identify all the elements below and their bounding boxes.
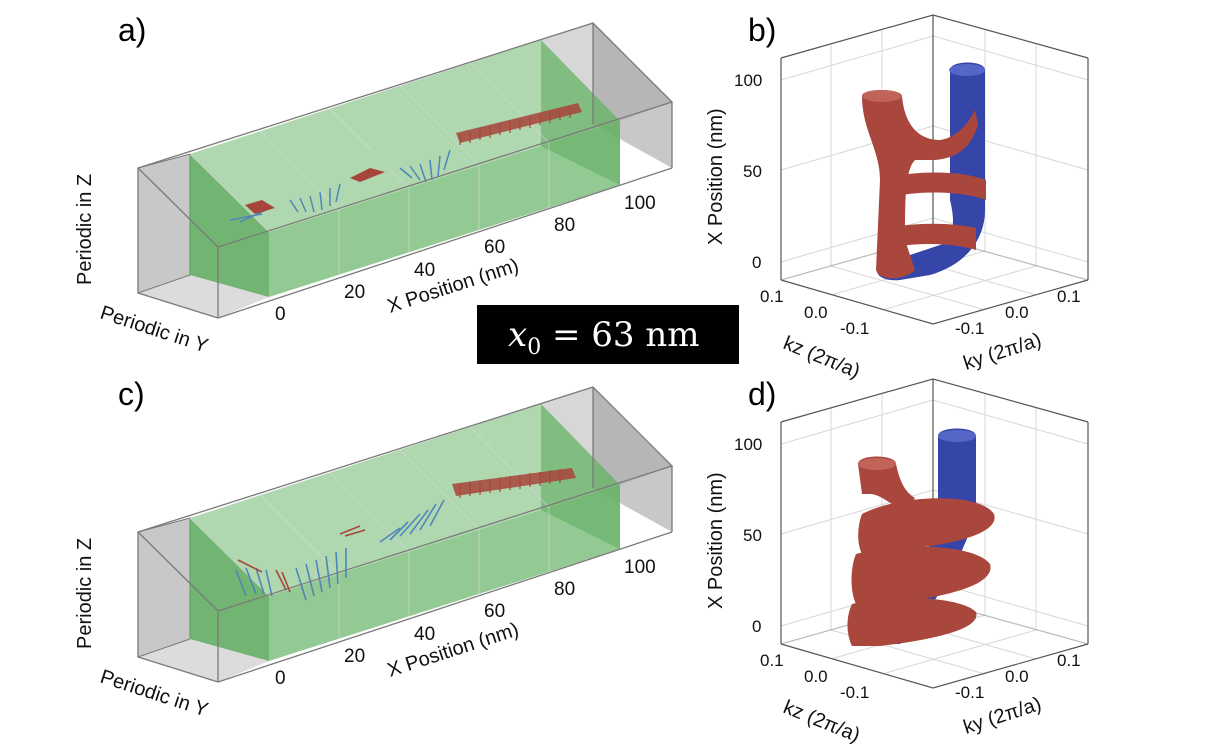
z-side-label-a: Periodic in Z [74,174,96,285]
ky-ticks-d: -0.1 0.0 0.1 [955,651,1081,702]
kz-axis-label-b: kz (2π/a) [780,332,863,383]
kz-tick-label: 0.0 [804,303,828,322]
box-outline [137,386,674,683]
vertical-axis-label-b: X Position (nm) [705,108,727,245]
spin-texture-c [235,468,576,601]
ky-tick-label: 0.0 [1005,303,1029,322]
spin-texture-a [229,103,582,223]
x-tick-label: 100 [624,557,656,578]
spin-uniform-region [452,468,576,496]
spin-arrows-red-tips [245,168,385,214]
panel-label-a: a) [118,12,146,48]
vertical-tick-label: 100 [734,435,762,454]
spin-arrows-blue [235,499,445,601]
isosurface-d [847,428,995,646]
kz-tick-label: 0.1 [760,287,784,306]
panel-d: d) [705,376,1089,744]
isosurface-b [862,62,986,281]
x-tick-label: 80 [554,215,575,236]
vertical-ticks-b: 100 50 0 [734,71,762,272]
kz-tick-label: -0.1 [840,319,869,338]
ky-tick-label: 0.1 [1057,287,1081,306]
spin-arrows-red [459,106,571,145]
x-tick-label: 80 [554,579,575,600]
banner-sub: 0 [527,335,541,360]
panel-c: c) [74,376,674,721]
panel-label-c: c) [118,376,145,412]
banner-var: x [508,315,527,355]
kz-ticks-d: 0.1 0.0 -0.1 [760,651,869,702]
isosurface-red-band [858,498,995,554]
vertical-tick-label: 50 [743,526,762,545]
x-tick-label: 20 [344,646,365,667]
x-tick-label: 60 [484,601,505,622]
isosurface-red-band [880,223,976,250]
vertical-tick-label: 50 [743,162,762,181]
isosurface-red-band [847,597,977,646]
kz-tick-label: 0.1 [760,651,784,670]
isosurface-red-band [880,172,986,200]
ky-tick-label: 0.1 [1057,651,1081,670]
z-side-label-c: Periodic in Z [74,538,96,649]
x-tick-label: 40 [414,260,435,281]
panel-label-b: b) [748,12,776,48]
vertical-ticks-d: 100 50 0 [734,435,762,636]
green-region [190,40,620,297]
spin-arrows-red [459,469,561,498]
x-tick-label: 0 [275,304,286,325]
ky-tick-label: -0.1 [955,683,984,702]
isosurface-red [858,456,915,512]
x-tick-label: 0 [275,668,286,689]
vertical-tick-label: 100 [734,71,762,90]
panel-b: b) [705,12,1089,383]
green-region [190,404,620,661]
box-grid [189,62,550,275]
isosurface-blue [868,428,976,644]
x-tick-labels-a: 0 20 40 60 80 100 [275,193,656,325]
kz-tick-label: -0.1 [840,683,869,702]
box-grid [189,426,550,639]
axes-frame-b [780,14,1089,325]
x-axis-label-c: X Position (nm) [385,619,522,682]
box-outline [137,22,674,319]
banner-background [477,305,739,364]
x-tick-labels-c: 0 20 40 60 80 100 [275,557,656,689]
ky-tick-label: 0.0 [1005,667,1029,686]
vertical-axis-label-d: X Position (nm) [705,472,727,609]
spin-arrows-red-tips [237,525,366,593]
x-tick-label: 100 [624,193,656,214]
panel-a: a) [74,12,674,357]
kz-ticks-b: 0.1 0.0 -0.1 [760,287,869,338]
vertical-tick-label: 0 [752,617,761,636]
vertical-tick-label: 0 [752,253,761,272]
x-tick-label: 60 [484,237,505,258]
x0-banner: x0 = 63 nm [477,305,739,364]
kz-axis-label-d: kz (2π/a) [780,696,863,744]
banner-rest: = 63 nm [541,315,699,355]
ky-tick-label: -0.1 [955,319,984,338]
isosurface-red-band [851,546,991,604]
ky-ticks-b: -0.1 0.0 0.1 [955,287,1081,338]
x-tick-label: 40 [414,624,435,645]
panel-label-d: d) [748,376,776,412]
kz-tick-label: 0.0 [804,667,828,686]
x-tick-label: 20 [344,282,365,303]
banner-equation: x0 = 63 nm [508,315,700,360]
